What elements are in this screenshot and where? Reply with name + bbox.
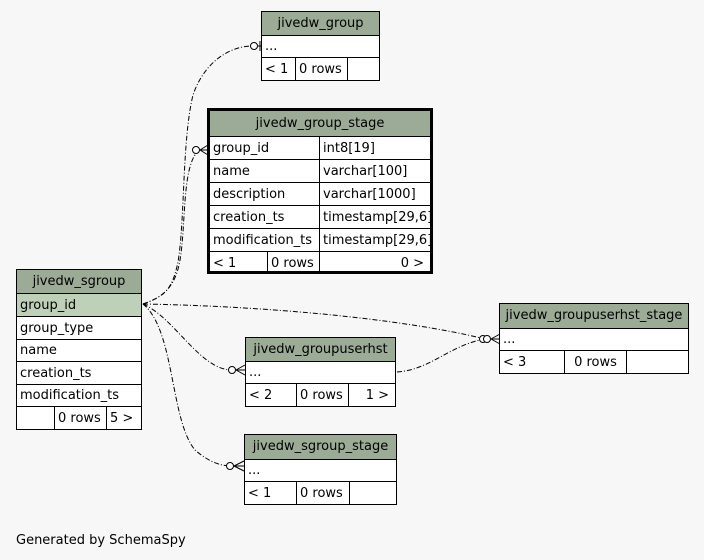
optional-marker-sgroup-stage — [226, 462, 234, 470]
optional-marker-groupuserhst — [228, 366, 236, 374]
column-name-primary-key: group_id — [20, 297, 77, 313]
child-count — [626, 351, 688, 373]
row-count: 0 rows — [296, 384, 348, 406]
crowfoot-groupuserhst-stage — [490, 333, 501, 345]
column-placeholder: ... — [248, 463, 261, 478]
relationship-line-sgroup-stage — [142, 303, 233, 467]
table-jivedw-groupuserhst-stage[interactable]: jivedw_groupuserhst_stage ... < 3 0 rows — [499, 303, 689, 374]
table-title[interactable]: jivedw_group_stage — [210, 111, 430, 137]
child-count: 0 > — [319, 252, 430, 274]
parent-count: < 1 — [265, 61, 289, 77]
column-type: int8[19] — [319, 137, 430, 159]
column-name: description — [213, 186, 286, 202]
crowfoot-groupuserhst — [235, 364, 246, 376]
column-placeholder: ... — [249, 365, 262, 380]
generated-by-label: Generated by SchemaSpy — [16, 533, 186, 548]
table-jivedw-groupuserhst[interactable]: jivedw_groupuserhst ... < 2 0 rows 1 > — [245, 337, 396, 407]
optional-marker-groupuserhst-stage-b — [483, 335, 491, 343]
row-count: 0 rows — [267, 252, 319, 274]
parent-count: < 3 — [503, 354, 527, 370]
column-name: creation_ts — [213, 209, 285, 225]
table-jivedw-sgroup-stage[interactable]: jivedw_sgroup_stage ... < 1 0 rows — [244, 434, 397, 505]
table-title[interactable]: jivedw_group — [262, 12, 379, 36]
relationship-line-userhst-to-stage — [396, 338, 486, 373]
row-count: 0 rows — [54, 407, 106, 429]
column-name: name — [213, 163, 250, 179]
column-name: modification_ts — [20, 388, 120, 403]
column-name: group_type — [20, 320, 94, 336]
table-title[interactable]: jivedw_groupuserhst_stage — [500, 304, 688, 329]
row-count: 0 rows — [295, 58, 347, 80]
table-jivedw-sgroup[interactable]: jivedw_sgroup group_id group_type name c… — [16, 269, 142, 430]
relationship-line-group — [142, 45, 256, 305]
column-type: timestamp[29,6] — [319, 206, 430, 228]
table-title[interactable]: jivedw_sgroup_stage — [245, 435, 396, 460]
row-count: 0 rows — [564, 351, 626, 373]
table-jivedw-group[interactable]: jivedw_group ... < 1 0 rows — [261, 11, 380, 81]
column-type: timestamp[29,6] — [319, 229, 430, 251]
crowfoot-sgroup-stage — [233, 460, 245, 472]
row-count: 0 rows — [296, 482, 349, 504]
child-count — [347, 58, 379, 80]
column-placeholder: ... — [265, 39, 278, 54]
child-count: 5 > — [106, 407, 141, 429]
child-count — [349, 482, 396, 504]
parent-count: < 1 — [248, 485, 272, 501]
optional-marker-group-stage — [192, 146, 200, 154]
column-name: group_id — [213, 140, 270, 156]
relationship-line-groupuserhst — [142, 303, 233, 371]
column-name: modification_ts — [213, 232, 313, 248]
table-title[interactable]: jivedw_groupuserhst — [246, 338, 395, 362]
relationship-line-group-stage — [142, 151, 198, 305]
crowfoot-group — [258, 41, 261, 51]
parent-count: < 1 — [213, 255, 237, 271]
child-count: 1 > — [348, 384, 395, 406]
column-type: varchar[100] — [319, 160, 430, 182]
table-title[interactable]: jivedw_sgroup — [17, 270, 141, 294]
optional-marker-group — [250, 42, 258, 50]
column-name: creation_ts — [20, 365, 92, 381]
parent-count — [17, 407, 54, 429]
column-type: varchar[1000] — [319, 183, 430, 205]
column-placeholder: ... — [503, 332, 516, 347]
table-jivedw-group-stage[interactable]: jivedw_group_stage group_id int8[19] nam… — [207, 108, 433, 274]
parent-count: < 2 — [249, 387, 273, 403]
column-name: name — [20, 343, 57, 358]
crowfoot-group-stage — [199, 144, 209, 156]
relationship-line-groupuserhst-stage — [142, 303, 486, 340]
